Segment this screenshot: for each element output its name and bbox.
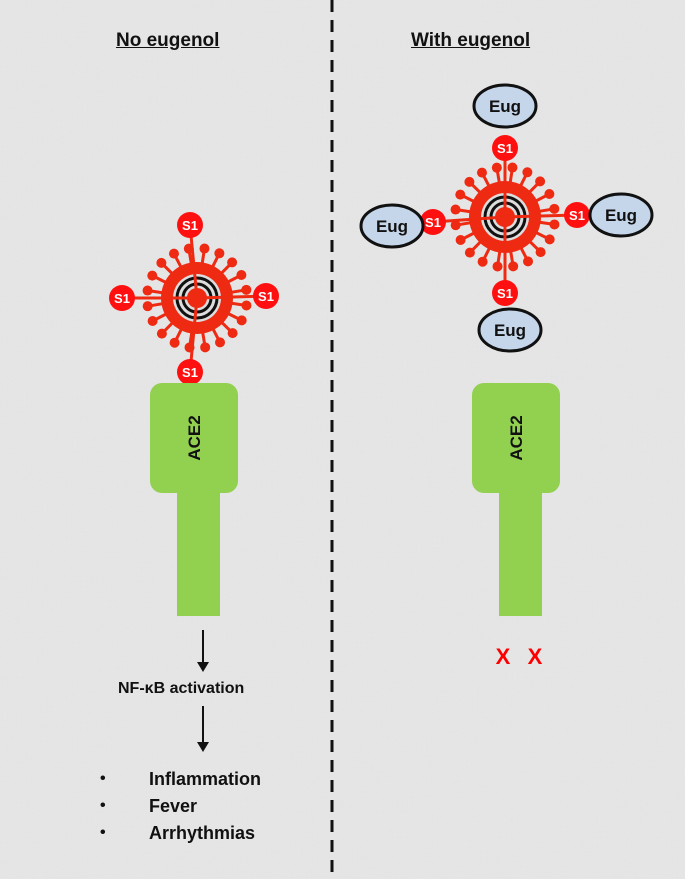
spike-tip bbox=[142, 301, 153, 312]
spike-tip bbox=[477, 256, 488, 267]
s1-label: S1 bbox=[182, 365, 198, 380]
s1-label: S1 bbox=[258, 289, 274, 304]
s1-spike-protein bbox=[177, 359, 203, 385]
spike-tip bbox=[464, 176, 475, 187]
s1-spike-protein bbox=[564, 202, 590, 228]
spike-tip bbox=[147, 316, 158, 327]
eugenol-molecule: Eug bbox=[588, 192, 654, 238]
spike-tip bbox=[169, 337, 180, 348]
ace2-receptor: ACE2 bbox=[150, 383, 238, 616]
spike-tip bbox=[535, 247, 546, 258]
receptor-head bbox=[472, 383, 560, 493]
eugenol-label: Eug bbox=[494, 321, 526, 340]
eugenol-label: Eug bbox=[376, 217, 408, 236]
receptor-label: ACE2 bbox=[507, 415, 526, 460]
spike-tip bbox=[450, 220, 461, 231]
s1-label: S1 bbox=[114, 291, 130, 306]
spike-tip bbox=[241, 300, 252, 311]
receptor-head bbox=[150, 383, 238, 493]
spike-tip bbox=[156, 328, 167, 339]
spike-tip bbox=[241, 284, 252, 295]
s1-spike-protein bbox=[492, 280, 518, 306]
spike-tip bbox=[544, 188, 555, 199]
bullet: • bbox=[100, 797, 106, 814]
effect-item: Arrhythmias bbox=[149, 823, 256, 843]
ace2-receptor: ACE2 bbox=[472, 383, 560, 616]
s1-spike-protein bbox=[492, 135, 518, 161]
left-panel-title: No eugenol bbox=[116, 30, 220, 51]
s1-label: S1 bbox=[182, 218, 198, 233]
s1-label: S1 bbox=[497, 141, 513, 156]
s1-spike-protein bbox=[420, 209, 446, 235]
receptor-stem bbox=[499, 470, 542, 616]
spike-tip bbox=[199, 243, 210, 254]
pathway-label: NF-κB activation bbox=[118, 680, 245, 697]
arrow-down-icon bbox=[197, 706, 209, 752]
spike-tip bbox=[142, 285, 153, 296]
eugenol-molecule: Eug bbox=[359, 203, 425, 249]
s1-label: S1 bbox=[497, 286, 513, 301]
spike-tip bbox=[549, 203, 560, 214]
spike-tip bbox=[507, 162, 518, 173]
spike-tip bbox=[455, 189, 466, 200]
bullet: • bbox=[100, 824, 106, 841]
receptor-label: ACE2 bbox=[185, 415, 204, 460]
eugenol-label: Eug bbox=[605, 206, 637, 225]
s1-label: S1 bbox=[569, 208, 585, 223]
spike-tip bbox=[227, 257, 238, 268]
s1-spike-protein bbox=[109, 285, 135, 311]
spike-tip bbox=[200, 342, 211, 353]
blocked-x-mark: X bbox=[528, 644, 543, 669]
spike-tip bbox=[236, 269, 247, 280]
spike-tip bbox=[492, 261, 503, 272]
blocked-x-mark: X bbox=[496, 644, 511, 669]
spike-tip bbox=[236, 315, 247, 326]
eugenol-label: Eug bbox=[489, 97, 521, 116]
spike-tip bbox=[156, 257, 167, 268]
effect-item: Inflammation bbox=[149, 769, 262, 789]
s1-label: S1 bbox=[425, 215, 441, 230]
spike-tip bbox=[535, 176, 546, 187]
spike-tip bbox=[168, 248, 179, 259]
spike-tip bbox=[450, 204, 461, 215]
bullet: • bbox=[100, 770, 106, 787]
spike-tip bbox=[147, 270, 158, 281]
receptor-stem bbox=[177, 470, 220, 616]
eugenol-molecule: Eug bbox=[472, 83, 538, 129]
spike-tip bbox=[215, 337, 226, 348]
spike-tip bbox=[544, 234, 555, 245]
spike-tip bbox=[549, 219, 560, 230]
spike-tip bbox=[523, 256, 534, 267]
arrow-down-icon bbox=[197, 630, 209, 672]
spike-tip bbox=[491, 162, 502, 173]
eugenol-molecule: Eug bbox=[477, 307, 543, 353]
spike-tip bbox=[227, 328, 238, 339]
spike-tip bbox=[214, 248, 225, 259]
s1-spike-protein bbox=[177, 212, 203, 238]
right-panel-title: With eugenol bbox=[411, 30, 531, 51]
spike-tip bbox=[455, 235, 466, 246]
spike-tip bbox=[522, 167, 533, 178]
spike-tip bbox=[464, 247, 475, 258]
effect-item: Fever bbox=[149, 796, 198, 816]
s1-spike-protein bbox=[253, 283, 279, 309]
spike-tip bbox=[508, 261, 519, 272]
spike-tip bbox=[476, 167, 487, 178]
